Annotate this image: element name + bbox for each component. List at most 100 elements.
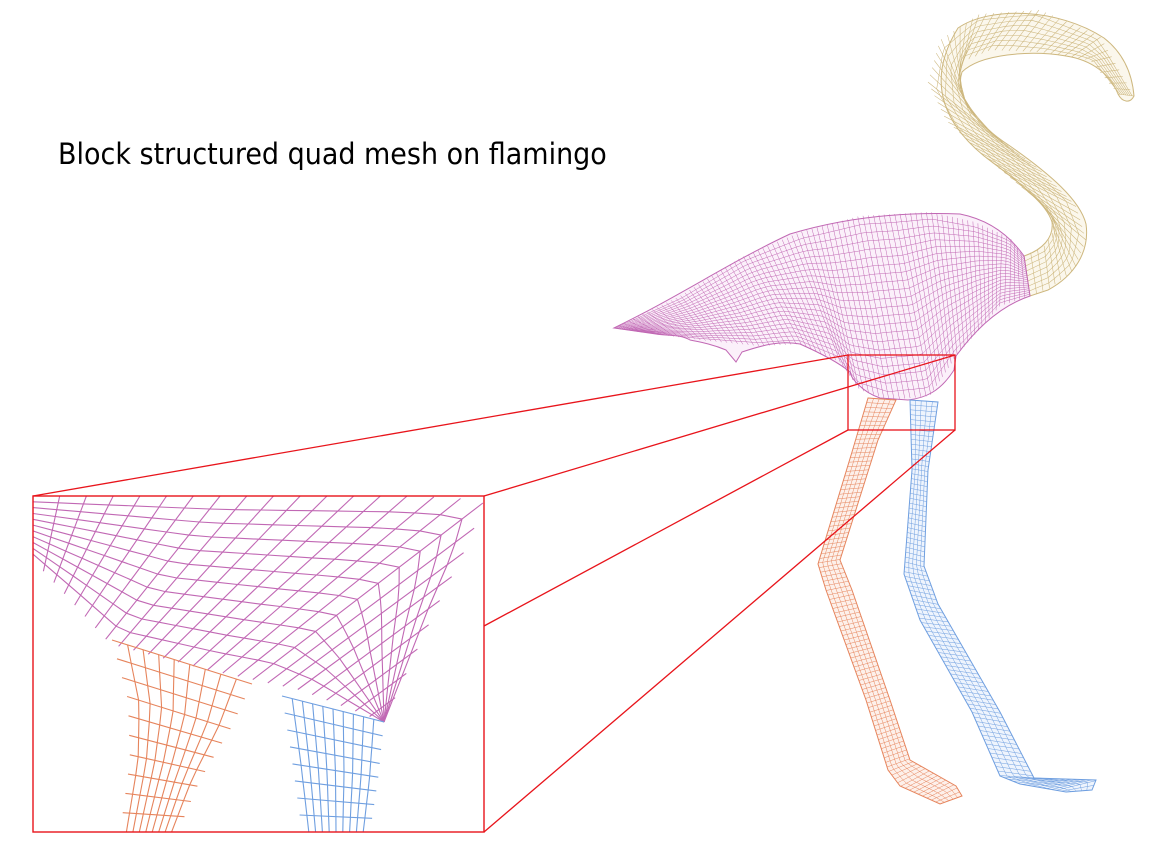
mesh-rail (950, 25, 1129, 272)
mesh-rung (950, 673, 981, 679)
mesh-rung (127, 773, 198, 787)
mesh-rung (829, 594, 854, 600)
mesh-rung (910, 483, 928, 487)
mesh-rung (847, 465, 871, 468)
mesh-rung (906, 546, 925, 553)
mesh-rung (125, 792, 191, 803)
mesh-rung (129, 754, 206, 773)
mesh-rung (911, 448, 931, 452)
mesh-rung (863, 411, 891, 414)
mesh-rung (911, 443, 932, 447)
mesh-rung (222, 496, 435, 674)
mesh-rung (862, 416, 889, 418)
mesh-rail (33, 501, 463, 723)
mesh-rung (869, 705, 892, 713)
mesh-rung (871, 709, 894, 717)
mesh-rung (906, 580, 932, 586)
mesh-rung (84, 496, 168, 617)
mesh-rung (955, 682, 986, 688)
mesh-rung (904, 571, 928, 577)
mesh-rung (111, 639, 253, 685)
mesh-rail (33, 536, 385, 723)
mesh-rung (904, 576, 930, 582)
mesh-rung (969, 707, 1001, 714)
mesh-rung (926, 630, 956, 636)
mesh-rung (960, 690, 991, 697)
mesh-rung (916, 608, 944, 614)
mesh-rung (935, 791, 960, 803)
mesh-rail (822, 398, 945, 803)
zoom-inset-frame (32, 495, 485, 833)
mesh-rung (42, 496, 61, 572)
mesh-rung (826, 585, 851, 591)
mesh-rung (909, 497, 927, 502)
mesh-rung (855, 438, 879, 440)
mesh-rung (914, 604, 941, 610)
mesh-rung (884, 749, 907, 759)
mesh-rail (936, 14, 1133, 262)
mesh-rung (311, 600, 441, 696)
mesh-rung (53, 496, 87, 583)
mesh-rung (952, 677, 984, 684)
mesh-rail (920, 401, 1089, 791)
mesh-rung (836, 500, 859, 504)
mesh-rail (138, 654, 163, 832)
mesh-rung (897, 768, 926, 784)
mesh-rung (825, 536, 848, 541)
mesh-rung (910, 493, 927, 497)
mesh-rung (909, 590, 935, 596)
mesh-rung (908, 517, 926, 522)
mesh-rung (888, 761, 914, 772)
mesh-rail (631, 279, 1028, 334)
mesh-rung (943, 660, 974, 666)
mesh-rung (839, 620, 863, 627)
mesh-rung (821, 550, 844, 555)
mesh-rung (909, 502, 927, 507)
mesh-rung (906, 542, 925, 548)
mesh-rail (291, 698, 310, 832)
mesh-rung (818, 559, 841, 564)
mesh-rail (635, 286, 1029, 359)
mesh-rung (857, 669, 880, 677)
mesh-rail (145, 659, 175, 832)
mesh-rung (835, 611, 860, 618)
left-leg-mesh-block (817, 397, 963, 805)
mesh-rung (935, 648, 966, 653)
mesh-rung (74, 496, 141, 606)
body-mesh-lines (613, 212, 1031, 400)
mesh-rung (855, 665, 879, 672)
mesh-rung (852, 447, 876, 449)
mesh-rung (823, 576, 847, 582)
mesh-rung (872, 714, 895, 722)
mesh-rung (879, 736, 903, 745)
zoom-inset-background (33, 496, 484, 832)
mesh-rung (834, 607, 859, 614)
mesh-rail (959, 40, 1123, 287)
mesh-rung (1056, 780, 1096, 791)
mesh-rung (939, 795, 963, 805)
mesh-rung (850, 651, 874, 659)
mesh-rung (967, 703, 999, 710)
mesh-rung (981, 734, 1015, 741)
mesh-rail (826, 398, 949, 801)
mesh-rung (911, 468, 928, 472)
inset-body-mesh (33, 496, 484, 723)
mesh-rail (625, 263, 1027, 330)
inset-right-leg-mesh (281, 695, 385, 832)
mesh-rung (822, 545, 845, 550)
mesh-rung (908, 512, 927, 517)
mesh-rail (626, 266, 1027, 331)
mesh-rung (129, 734, 214, 758)
mesh-rail (33, 530, 385, 723)
mesh-rung (908, 585, 934, 591)
mesh-rung (837, 496, 861, 500)
mesh-rung (133, 496, 274, 651)
mesh-rung (128, 715, 223, 744)
right-leg-mesh-lines (904, 399, 1096, 793)
mesh-rung (911, 453, 931, 457)
mesh-rung (938, 652, 969, 657)
mesh-rung (126, 695, 231, 730)
mesh-rail (616, 225, 1025, 329)
mesh-rung (909, 507, 927, 512)
